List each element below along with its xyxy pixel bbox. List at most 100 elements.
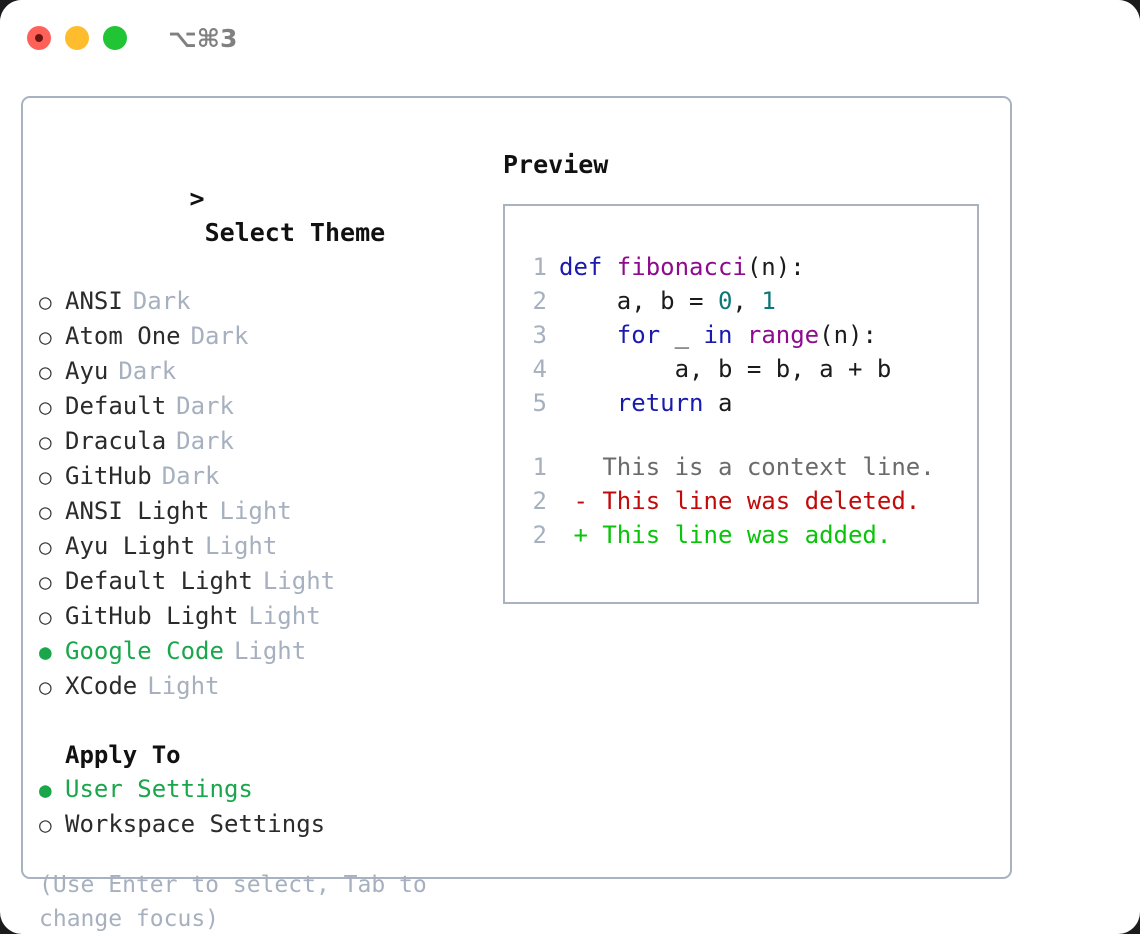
radio-unselected-icon: ○ (39, 535, 52, 559)
diff-line-context: 1 This is a context line. (513, 450, 971, 484)
code-line-number: 5 (532, 389, 547, 417)
radio-unselected-icon: ○ (39, 500, 52, 524)
code-line-number: 4 (532, 355, 547, 383)
theme-variant-tag: Dark (176, 392, 234, 420)
code-line-text: a, b = 0, 1 (559, 284, 776, 318)
code-token-plain: a, b = b, a + b (559, 355, 892, 383)
theme-variant-tag: Light (262, 567, 336, 595)
code-token-keyword: return (616, 389, 704, 417)
radio-unselected-icon: ○ (39, 290, 52, 314)
theme-option-ansi[interactable]: ○ ANSI Dark (39, 284, 499, 319)
diff-line-added: 2 + This line was added. (513, 518, 971, 552)
diff-line-deleted: 2 - This line was deleted. (513, 484, 971, 518)
code-token-plain: (n): (746, 253, 805, 281)
minimize-button[interactable] (65, 26, 89, 50)
code-line: 4 a, b = b, a + b (513, 352, 971, 386)
theme-option-label: ANSI Light (65, 497, 210, 525)
apply-to-option-label: Workspace Settings (65, 810, 326, 838)
code-token-plain (732, 321, 746, 349)
code-line-number: 1 (532, 253, 547, 281)
theme-variant-tag: Light (233, 637, 307, 665)
theme-variant-tag: Dark (118, 357, 177, 385)
close-button[interactable] (27, 26, 51, 50)
radio-unselected-icon: ○ (39, 465, 52, 489)
diff-line-text: + This line was added. (559, 521, 892, 549)
radio-selected-icon: ● (39, 640, 52, 664)
code-token-plain: , (732, 287, 762, 315)
keyboard-hint-text: (Use Enter to select, Tab to change focu… (39, 872, 427, 932)
theme-variant-tag: Light (147, 672, 220, 700)
code-token-plain (559, 389, 617, 417)
code-line-number: 2 (532, 287, 547, 315)
code-line: 5 return a (513, 386, 971, 420)
apply-to-option-user-settings[interactable]: ●User Settings (39, 772, 499, 807)
code-line-text: a, b = b, a + b (559, 352, 892, 386)
code-token-function: range (746, 321, 820, 349)
diff-line-number: 1 (532, 453, 547, 481)
radio-unselected-icon: ○ (39, 675, 52, 699)
window-controls (27, 26, 127, 50)
theme-option-label: Default Light (65, 567, 253, 595)
theme-variant-tag: Dark (132, 287, 191, 315)
code-line-text: for _ in range(n): (559, 318, 877, 352)
preview-heading: Preview (503, 150, 609, 179)
theme-variant-tag: Dark (176, 427, 234, 455)
theme-option-label: GitHub (65, 462, 152, 490)
theme-option-ansi-light[interactable]: ○ ANSI Light Light (39, 494, 499, 529)
code-line-number: 3 (532, 321, 547, 349)
code-line: 3 for _ in range(n): (513, 318, 971, 352)
theme-option-github[interactable]: ○ GitHub Dark (39, 459, 499, 494)
code-token-plain: _ (660, 321, 704, 349)
keyboard-shortcut-label: ⌥⌘3 (168, 24, 238, 53)
theme-option-label: XCode (65, 672, 138, 700)
theme-option-label: GitHub Light (65, 602, 239, 630)
code-line-text: return a (559, 386, 733, 420)
heading-prompt-arrow: > (189, 184, 205, 213)
theme-option-label: Ayu Light (65, 532, 196, 560)
diff-line-text: This is a context line. (559, 453, 935, 481)
theme-option-label: Atom One (65, 322, 181, 350)
heading-text (190, 218, 205, 247)
select-theme-label: Select Theme (204, 218, 386, 247)
theme-variant-tag: Dark (161, 462, 220, 490)
diff-line-number: 2 (532, 487, 547, 515)
radio-unselected-icon: ○ (39, 813, 52, 837)
code-token-number: 0 (717, 287, 733, 315)
apply-to-heading: Apply To (65, 741, 181, 769)
code-token-number: 1 (761, 287, 776, 315)
theme-option-atom-one[interactable]: ○ Atom One Dark (39, 319, 499, 354)
theme-variant-tag: Light (205, 532, 278, 560)
theme-option-xcode[interactable]: ○ XCode Light (39, 669, 499, 704)
theme-option-ayu-light[interactable]: ○ Ayu Light Light (39, 529, 499, 564)
code-token-plain: a (703, 389, 733, 417)
theme-variant-tag: Light (248, 602, 321, 630)
code-token-function: fibonacci (616, 253, 747, 281)
theme-variant-tag: Light (219, 497, 292, 525)
theme-option-label: ANSI (65, 287, 123, 315)
theme-option-github-light[interactable]: ○ GitHub Light Light (39, 599, 499, 634)
title-bar: ⌥⌘3 (0, 0, 1140, 78)
theme-option-label: Default (65, 392, 167, 420)
code-token-keyword: in (703, 321, 733, 349)
code-token-keyword: for (616, 321, 661, 349)
zoom-button[interactable] (103, 26, 127, 50)
code-token-plain (559, 321, 617, 349)
radio-unselected-icon: ○ (39, 325, 52, 349)
radio-unselected-icon: ○ (39, 605, 52, 629)
apply-to-option-workspace-settings[interactable]: ○ Workspace Settings (39, 807, 499, 842)
code-token-plain: (n): (819, 321, 877, 349)
theme-variant-tag: Dark (190, 322, 249, 350)
theme-option-label: Dracula (65, 427, 167, 455)
